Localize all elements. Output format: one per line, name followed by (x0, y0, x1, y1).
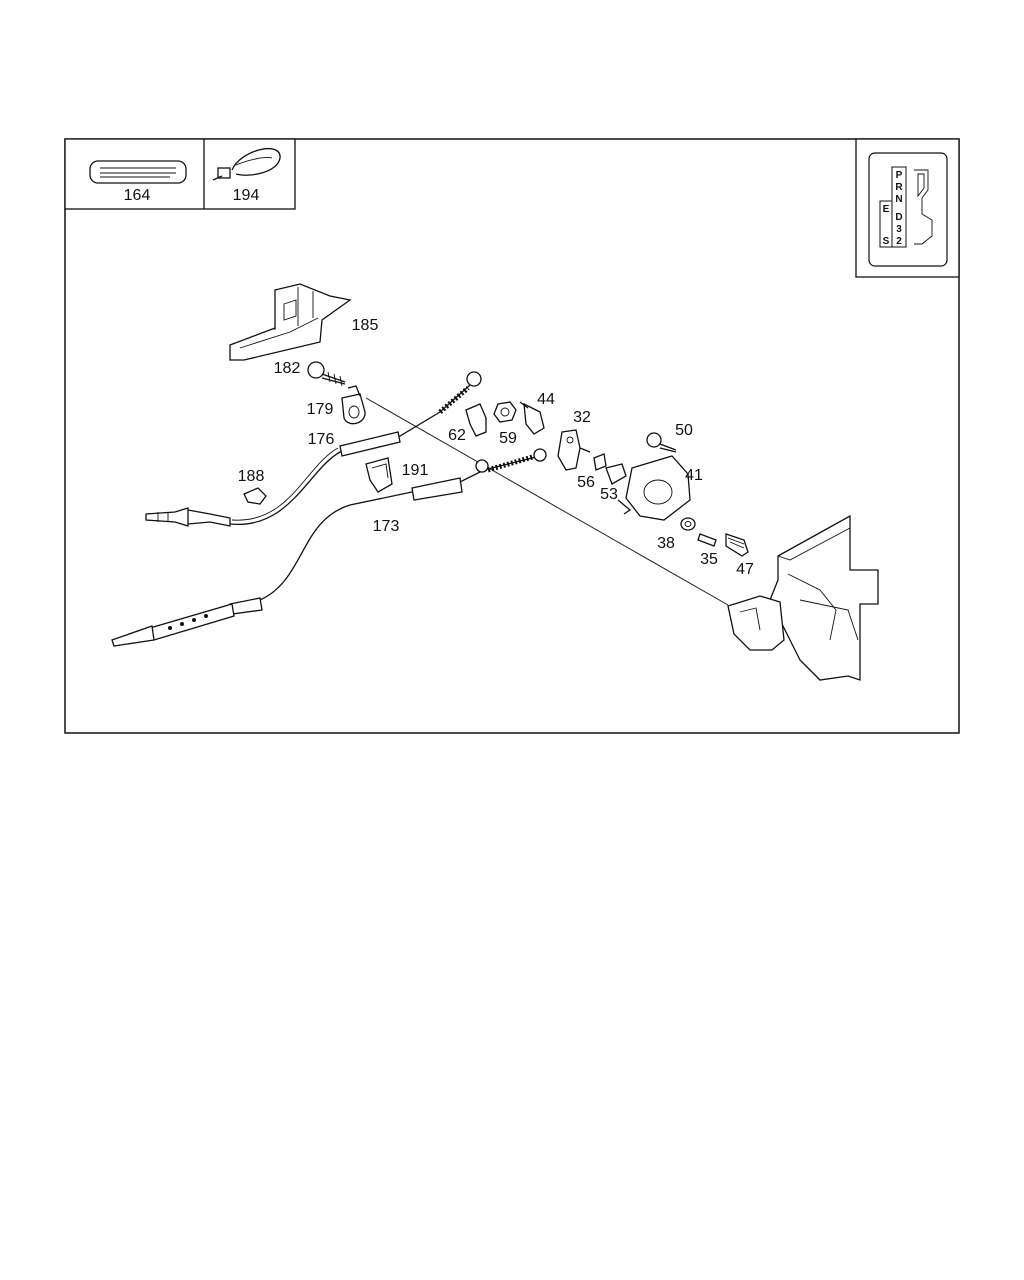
bracket-185 (229, 283, 352, 361)
inset-parts-box: 164 194 (64, 138, 296, 210)
gate-pos-3: 3 (896, 224, 902, 235)
part-label-38: 38 (657, 535, 675, 552)
gate-pos-N: N (895, 194, 902, 205)
leader-line (365, 397, 729, 606)
part-label-194: 194 (233, 187, 260, 204)
washer-38 (680, 517, 696, 531)
clip-62 (465, 403, 487, 437)
part-label-50: 50 (675, 422, 693, 439)
clip-188 (243, 487, 267, 505)
part-label-185: 185 (352, 317, 379, 334)
part-label-62: 62 (448, 427, 466, 444)
transmission-housing (727, 514, 879, 681)
gate-pos-E: E (883, 204, 890, 215)
plate-41 (617, 455, 691, 521)
screw-182 (307, 361, 346, 387)
nut-59 (493, 401, 517, 423)
part-label-35: 35 (700, 551, 718, 568)
diagram-frame (64, 138, 960, 734)
gate-pos-S: S (883, 236, 890, 247)
part-label-179: 179 (307, 401, 334, 418)
cable-173 (111, 448, 547, 647)
lever-32 (557, 429, 591, 471)
part-label-182: 182 (274, 360, 301, 377)
shift-gate-inset: P R N D 3 2 E S (855, 138, 960, 278)
bushing-53 (605, 463, 627, 485)
cable-176 (145, 371, 482, 527)
clip-179 (341, 385, 366, 425)
part-label-164: 164 (124, 187, 151, 204)
part-label-44: 44 (537, 391, 555, 408)
part-label-59: 59 (499, 430, 517, 447)
part-label-191: 191 (402, 462, 429, 479)
part-label-53: 53 (600, 486, 618, 503)
lever-44 (519, 401, 545, 435)
holder-191 (365, 457, 393, 493)
part-label-176: 176 (308, 431, 335, 448)
screw-50 (646, 432, 677, 453)
part-label-32: 32 (573, 409, 591, 426)
pin-35 (697, 533, 717, 547)
gate-pos-2: 2 (896, 236, 902, 247)
screw-47 (725, 533, 749, 557)
gate-pos-R: R (895, 182, 903, 193)
part-label-47: 47 (736, 561, 754, 578)
clip-56 (593, 453, 607, 471)
retaining-strip-icon (89, 160, 187, 184)
part-label-188: 188 (238, 468, 265, 485)
part-label-173: 173 (373, 518, 400, 535)
cable-tie-icon (212, 148, 281, 181)
part-label-56: 56 (577, 474, 595, 491)
gate-pos-D: D (895, 212, 902, 223)
gate-pos-P: P (896, 170, 903, 181)
part-label-41: 41 (685, 467, 703, 484)
